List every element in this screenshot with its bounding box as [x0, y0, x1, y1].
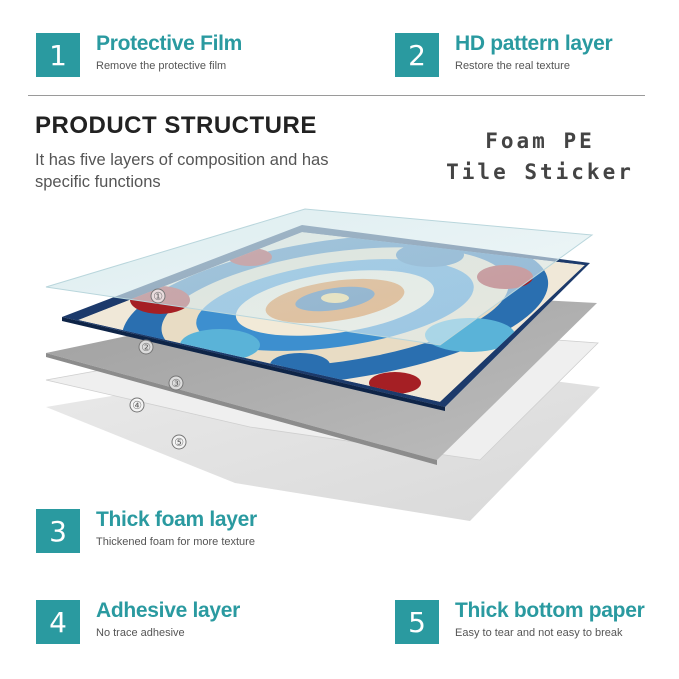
layer-diagram: ① ② ③ ④ ⑤ — [45, 208, 600, 521]
feature-adhesive-layer: 4 Adhesive layer No trace adhesive — [36, 600, 240, 644]
feature-subtitle: Easy to tear and not easy to break — [455, 627, 623, 639]
product-name: Foam PE Tile Sticker — [440, 126, 640, 188]
feature-protective-film: 1 Protective Film Remove the protective … — [36, 33, 242, 77]
structure-title: PRODUCT STRUCTURE — [35, 112, 317, 139]
svg-text:①: ① — [153, 290, 163, 303]
feature-number: 1 — [36, 33, 80, 77]
layer-label-4: ④ — [129, 397, 145, 413]
product-name-line-1: Foam PE — [485, 129, 595, 153]
divider — [28, 95, 645, 96]
feature-title: HD pattern layer — [455, 32, 613, 55]
feature-thick-foam-layer: 3 Thick foam layer Thickened foam for mo… — [36, 509, 257, 553]
feature-thick-bottom-paper: 5 Thick bottom paper Easy to tear and no… — [395, 599, 645, 644]
feature-subtitle: No trace adhesive — [96, 627, 185, 639]
feature-number: 5 — [395, 600, 439, 644]
svg-text:⑤: ⑤ — [174, 436, 184, 449]
feature-title: Thick bottom paper — [455, 599, 645, 622]
layer-label-5: ⑤ — [171, 434, 187, 450]
feature-number: 4 — [36, 600, 80, 644]
feature-subtitle: Restore the real texture — [455, 60, 570, 72]
layer-label-2: ② — [138, 339, 154, 355]
svg-text:③: ③ — [171, 377, 181, 390]
product-name-line-2: Tile Sticker — [446, 160, 634, 184]
svg-text:④: ④ — [132, 399, 142, 412]
feature-title: Adhesive layer — [96, 599, 241, 622]
feature-title: Protective Film — [96, 32, 243, 55]
structure-description: It has five layers of composition and ha… — [35, 151, 329, 191]
feature-subtitle: Thickened foam for more texture — [96, 536, 255, 548]
feature-number: 3 — [36, 509, 80, 553]
layer-label-3: ③ — [168, 375, 184, 391]
layer-label-1: ① — [150, 288, 166, 304]
feature-title: Thick foam layer — [96, 508, 257, 531]
svg-text:②: ② — [141, 341, 151, 354]
feature-subtitle: Remove the protective film — [96, 60, 227, 72]
layer-protective-film — [45, 208, 594, 346]
feature-hd-pattern-layer: 2 HD pattern layer Restore the real text… — [395, 32, 613, 77]
feature-number: 2 — [395, 33, 439, 77]
